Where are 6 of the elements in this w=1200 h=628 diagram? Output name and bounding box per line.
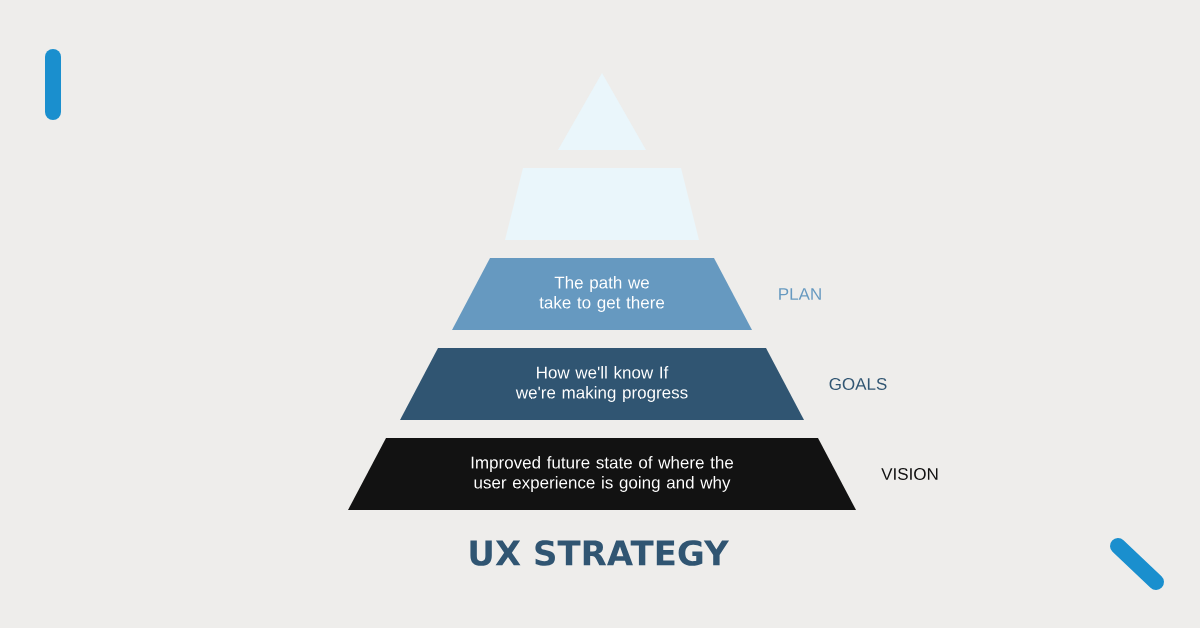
tier-label: GOALS [829, 377, 887, 390]
pyramid-tier: Improved future state of where the user experience is going and why [348, 438, 856, 510]
tier-label: VISION [881, 467, 938, 480]
tier-label: PLAN [779, 288, 821, 300]
title: UX STRATEGY [470, 540, 730, 566]
pyramid-tier: The path we take to get there [452, 258, 752, 330]
